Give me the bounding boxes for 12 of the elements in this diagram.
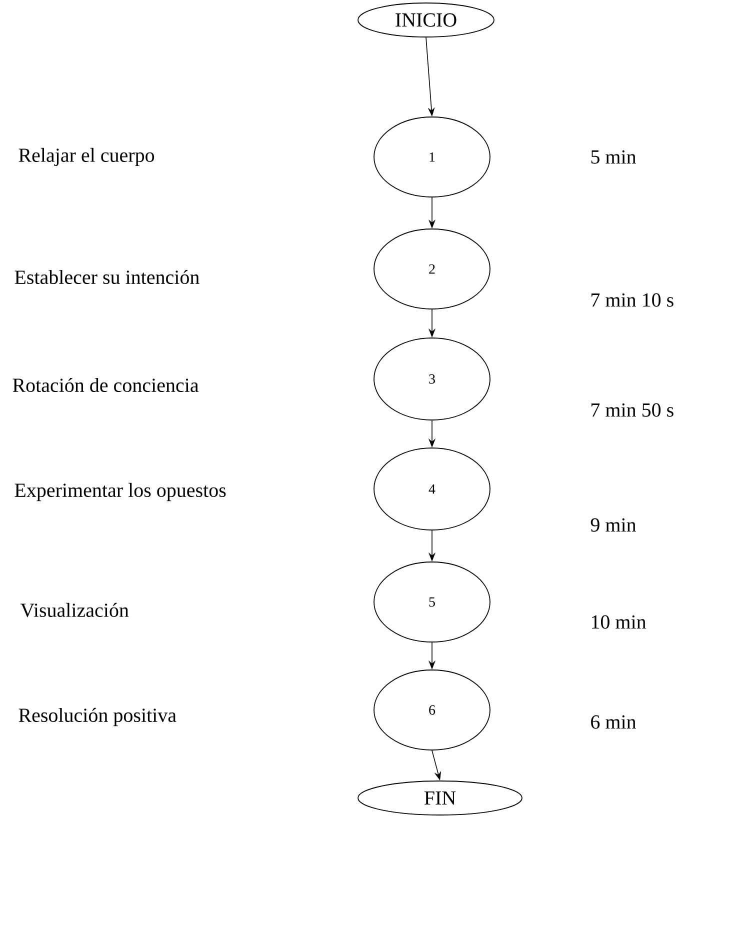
step-label: Resolución positiva: [18, 708, 176, 726]
step-label: Visualización: [20, 602, 129, 618]
duration-label: 5 min: [591, 150, 636, 164]
duration-label: 7 min 10 s: [592, 293, 674, 307]
duration-label: 7 min 50 s: [592, 403, 674, 417]
duration-label: 10 min: [592, 615, 646, 629]
step-label: Establecer su intención: [14, 270, 200, 284]
step-label: Relajar el cuerpo: [18, 148, 154, 166]
duration-label: 9 min: [590, 518, 636, 532]
duration-label: 6 min: [591, 715, 636, 729]
step-label: Rotación de conciencia: [12, 378, 199, 392]
step-label: Experimentar los opuestos: [14, 482, 226, 502]
